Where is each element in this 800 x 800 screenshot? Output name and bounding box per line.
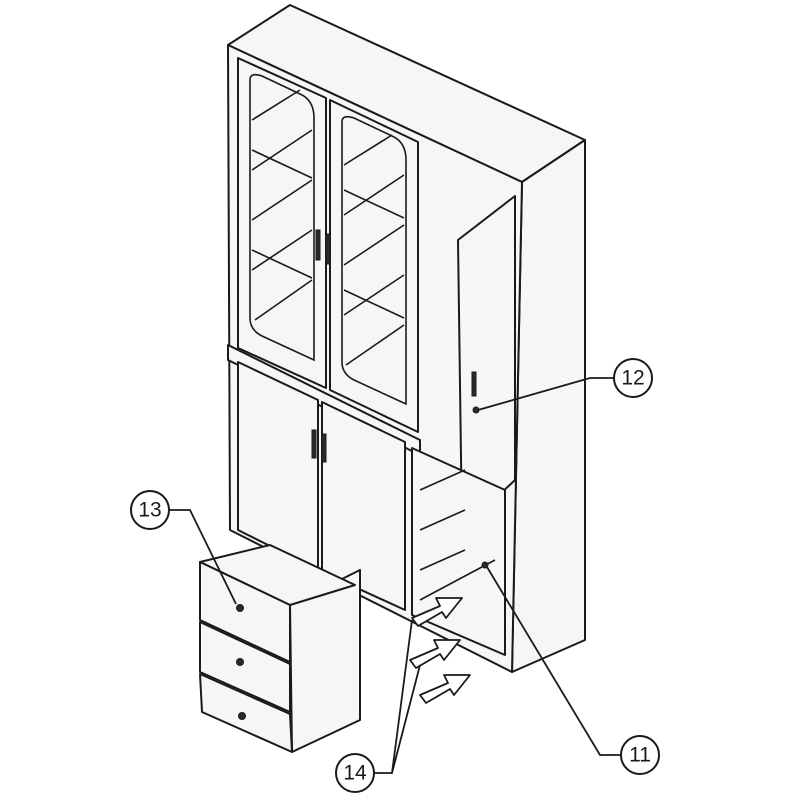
arrow-icon — [409, 639, 461, 669]
callout-label-14: 14 — [343, 762, 367, 785]
drawer-knob — [236, 658, 244, 666]
drawer-knob — [238, 712, 246, 720]
glass-pane-left — [249, 73, 315, 362]
glass-door-right — [329, 99, 419, 433]
callouts: 13 12 14 11 — [130, 358, 660, 793]
lower-door-handle — [321, 433, 327, 463]
open-door — [457, 195, 516, 531]
drawer-knob — [236, 604, 244, 612]
callout-13 — [130, 490, 170, 530]
arrow-icon — [419, 674, 471, 704]
glass-door-handle — [325, 233, 331, 265]
leader-line-13 — [168, 509, 237, 605]
arrow-icon — [411, 597, 463, 627]
callout-14 — [335, 753, 375, 793]
callout-label-11: 11 — [629, 744, 651, 767]
glass-door-left — [237, 57, 327, 389]
glass-hatching — [251, 89, 405, 366]
runner-fixing-screw — [481, 561, 489, 569]
glass-pane-right — [341, 115, 407, 406]
callout-12 — [613, 358, 653, 398]
leader-line-11 — [486, 566, 621, 756]
lower-door-right — [321, 401, 406, 611]
lower-door-handle — [311, 429, 317, 459]
glass-door-handle — [315, 229, 321, 261]
cabinet-side-panel — [511, 139, 586, 673]
drawer-stack — [199, 544, 361, 753]
drawer-cavity — [411, 447, 506, 656]
drawer-front-middle — [199, 621, 291, 713]
callout-label-12: 12 — [621, 367, 644, 390]
leader-line-12 — [477, 377, 614, 411]
insertion-arrows — [409, 597, 471, 704]
open-door-handle — [471, 371, 477, 397]
drawer-front-bottom — [199, 673, 293, 753]
cabinet — [227, 4, 586, 673]
callout-label-13: 13 — [138, 499, 161, 522]
leader-line-14 — [374, 619, 421, 774]
callout-11 — [620, 735, 660, 775]
drawer-front-top — [199, 561, 291, 663]
